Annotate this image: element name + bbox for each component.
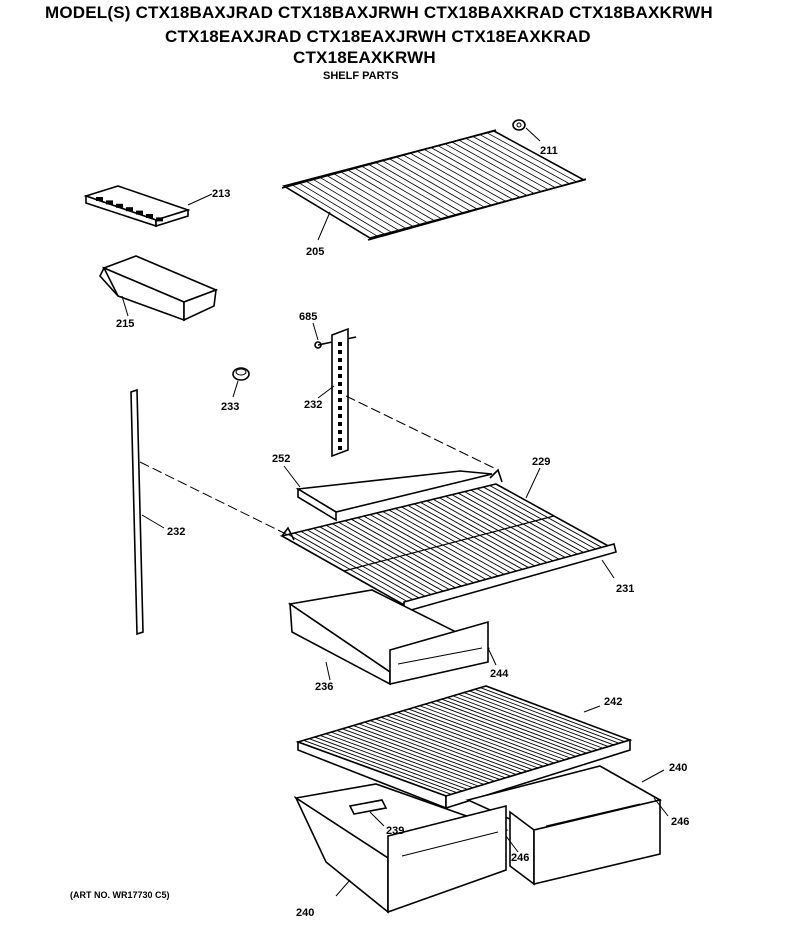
- part-egg-tray: [83, 185, 213, 228]
- callout-232-left-rail: 232: [167, 526, 185, 538]
- part-snack-drawer: [287, 589, 497, 686]
- callout-685: 685: [299, 311, 317, 323]
- callout-236: 236: [315, 681, 333, 693]
- art-number: (ART NO. WR17730 C5): [70, 890, 170, 900]
- part-crisper-drawer-left: [293, 783, 519, 914]
- part-wire-shelf: [281, 129, 587, 241]
- model-list-line-2: CTX18EAXJRAD CTX18EAXJRWH CTX18EAXKRAD: [165, 27, 591, 46]
- callout-244: 244: [490, 668, 509, 680]
- callout-233: 233: [221, 401, 239, 413]
- model-list-line-3: CTX18EAXKRWH: [293, 48, 436, 67]
- diagram-subtitle: SHELF PARTS: [323, 70, 399, 82]
- part-slide-track: [348, 799, 388, 827]
- callout-239: 239: [386, 825, 404, 837]
- part-glass-shelf-assembly: [279, 465, 617, 614]
- part-shelf-rail-right: [317, 327, 349, 458]
- callout-231: 231: [616, 583, 634, 595]
- callout-213: 213: [212, 188, 230, 200]
- callout-242: 242: [604, 696, 622, 708]
- callout-240-right-drawer: 240: [669, 762, 687, 774]
- callout-240-left-drawer: 240: [296, 907, 314, 919]
- callout-246-left: 246: [511, 852, 529, 864]
- part-shelf-rail-left: [130, 388, 165, 636]
- callout-labels: 211 213 205 215 685 233 232 232 252 229 …: [116, 145, 689, 919]
- part-crisper-drawer-right: [465, 765, 669, 886]
- callout-211: 211: [540, 145, 558, 157]
- callout-232-right-rail: 232: [304, 399, 322, 411]
- part-door-bin: [99, 255, 219, 322]
- callout-246-right: 246: [671, 816, 689, 828]
- callout-229: 229: [532, 456, 550, 468]
- part-crisper-cover: [295, 685, 633, 810]
- callout-215: 215: [116, 318, 134, 330]
- model-list-line-1: MODEL(S) CTX18BAXJRAD CTX18BAXJRWH CTX18…: [45, 3, 713, 22]
- callout-205: 205: [306, 246, 324, 258]
- part-shelf-stop: [232, 367, 250, 398]
- part-shelf-clip: [512, 119, 541, 142]
- callout-252: 252: [272, 453, 290, 465]
